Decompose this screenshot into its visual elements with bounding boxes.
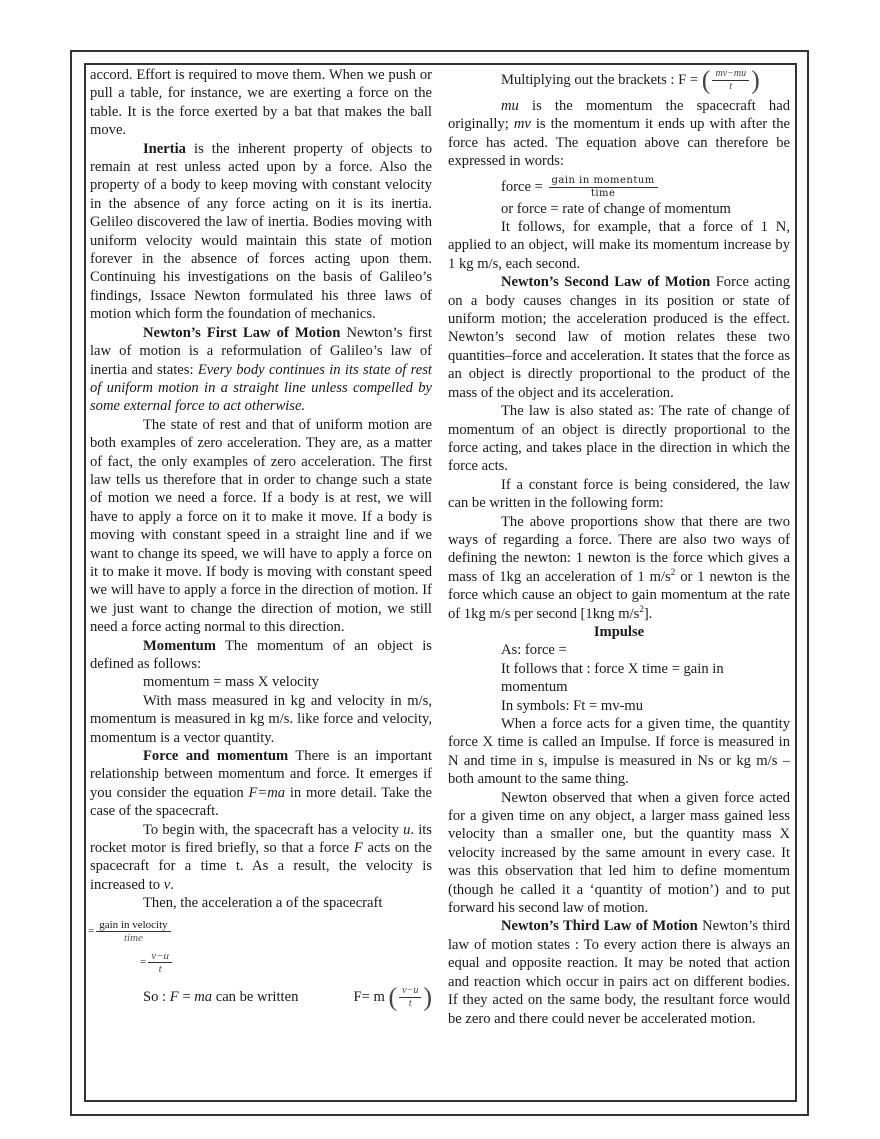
spacecraft-text-2: . its rocket motor is fired briefly, so … <box>90 821 432 857</box>
proportions-text: The above proportions show that there ar… <box>448 513 790 585</box>
var-v: v <box>163 876 171 893</box>
right-paren: ) <box>751 65 760 95</box>
right-column: Multiplying out the brackets : F = (mv−m… <box>448 66 790 1028</box>
var-F: F <box>353 840 363 857</box>
fraction-numerator: v−u <box>148 950 173 963</box>
fraction-denominator: t <box>408 997 412 1009</box>
paragraph-spacecraft: To begin with, the spacecraft has a velo… <box>90 821 432 895</box>
mu-text-2: is the momentum it ends up with after th… <box>448 116 790 170</box>
var-F: F <box>169 988 179 1005</box>
paragraph-law-stated: The law is also stated as: The rate of c… <box>448 403 790 475</box>
paragraph-mu: mu is the momentum the spacecraft had or… <box>448 97 790 171</box>
paragraph-constant-force: If a constant force is being considered,… <box>448 476 790 512</box>
multiplying-text: Multiplying out the brackets : F = <box>501 71 702 88</box>
paragraph-state-of-rest: The state of rest and that of uniform mo… <box>90 416 432 636</box>
heading-inertia: Inertia <box>143 140 186 157</box>
first-law-statement: Every body continues in its state of res… <box>90 361 432 415</box>
var-mu: mu <box>501 98 519 114</box>
paragraph-momentum-units: With mass measured in kg and velocity in… <box>90 692 432 746</box>
equals-sign: = <box>88 924 95 937</box>
inertia-text: is the inherent property of objects to r… <box>90 140 432 323</box>
fraction-denominator: time <box>123 931 143 944</box>
heading-first-law: Newton’s First Law of Motion <box>143 324 341 341</box>
equation-f-ma: F=ma <box>248 784 286 801</box>
fraction-numerator: gain in velocity <box>96 919 171 932</box>
superscript: 2 <box>639 603 644 614</box>
var-u: u <box>403 821 411 838</box>
mu-text: is the momentum the spacecraft had origi… <box>448 98 790 133</box>
paragraph-second-law: Newton’s Second Law of Motion Force acti… <box>448 273 790 402</box>
force-lhs: force = <box>501 178 547 195</box>
right-paren: ) <box>423 982 432 1012</box>
heading-momentum: Momentum <box>143 637 216 654</box>
var-mv: mv <box>513 116 531 133</box>
spacecraft-text-4: . <box>170 876 174 893</box>
left-paren: ( <box>388 982 398 1012</box>
equals: = <box>178 988 195 1005</box>
superscript: 2 <box>670 566 676 577</box>
spacecraft-text: To begin with, the spacecraft has a velo… <box>143 821 404 838</box>
var-ma: ma <box>194 988 213 1005</box>
fraction-numerator: v−u <box>399 985 422 998</box>
paragraph-newton-observed: Newton observed that when a given force … <box>448 789 790 917</box>
momentum-equation: momentum = mass X velocity <box>143 674 320 691</box>
fraction-denominator: time <box>590 187 616 199</box>
heading-impulse: Impulse <box>593 623 645 640</box>
force-momentum-text-end: in more detail. Take the case of the spa… <box>90 784 432 820</box>
equals-sign: = <box>140 955 147 968</box>
spacecraft-text-3: acts on the spacecraft for a time t. As … <box>90 840 432 893</box>
fraction-numerator: mv−mu <box>712 68 750 81</box>
paragraph-effort: accord. Effort is required to move them.… <box>90 67 432 139</box>
heading-force-momentum: Force and momentum <box>143 748 289 765</box>
first-law-text: Newton’s first law of motion is a reform… <box>90 324 432 378</box>
left-paren: ( <box>701 65 711 95</box>
paragraph-impulse-definition: When a force acts for a given time, the … <box>448 716 790 788</box>
so-statement: So : F = ma can be written <box>143 988 298 1006</box>
fraction-numerator: gain in momentum <box>548 175 658 188</box>
proportions-text-2: or 1 newton is the force which cause an … <box>448 568 790 622</box>
outer-page-border <box>70 50 809 1116</box>
heading-third-law: Newton’s Third Law of Motion <box>501 918 698 935</box>
symbols-line: In symbols: Ft = mv-mu <box>501 697 644 714</box>
follows-that-line: It follows that : force X time = gain in… <box>501 660 724 696</box>
rate-of-change-line: or force = rate of change of momentum <box>501 200 731 217</box>
paragraph-first-law: Newton’s First Law of Motion Newton’s fi… <box>90 324 432 416</box>
paragraph-third-law: Newton’s Third Law of Motion Newton’s th… <box>448 917 790 1027</box>
formula-lhs: F= m <box>353 988 385 1005</box>
inner-page-border <box>84 63 797 1102</box>
as-force-line: As: force = <box>501 642 567 659</box>
momentum-text: The momentum of an object is defined as … <box>90 637 432 672</box>
so-suffix: can be written <box>212 988 299 1005</box>
paragraph-inertia: Inertia is the inherent property of obje… <box>90 140 432 324</box>
force-momentum-text: There is an important relationship betwe… <box>90 748 433 801</box>
left-column: accord. Effort is required to move them.… <box>88 66 432 1010</box>
proportions-text-3: ]. <box>643 605 653 622</box>
second-law-text: Force acting on a body causes changes in… <box>448 274 791 401</box>
paragraph-proportions: The above proportions show that there ar… <box>448 513 790 623</box>
third-law-text: Newton’s third law of motion states : To… <box>448 918 790 1027</box>
multiplying-out-line: Multiplying out the brackets : F = (mv−m… <box>448 66 790 93</box>
fraction-denominator: t <box>729 81 733 92</box>
paragraph-acceleration: Then, the acceleration a of the spacecra… <box>143 895 383 912</box>
heading-second-law: Newton’s Second Law of Motion <box>501 274 711 291</box>
paragraph-force-momentum: Force and momentum There is an important… <box>90 747 432 821</box>
paragraph-follows: It follows, for example, that a force of… <box>448 219 790 272</box>
paragraph-momentum: Momentum The momentum of an object is de… <box>90 637 432 674</box>
so-prefix: So : <box>143 988 170 1005</box>
fraction-denominator: t <box>158 962 162 975</box>
